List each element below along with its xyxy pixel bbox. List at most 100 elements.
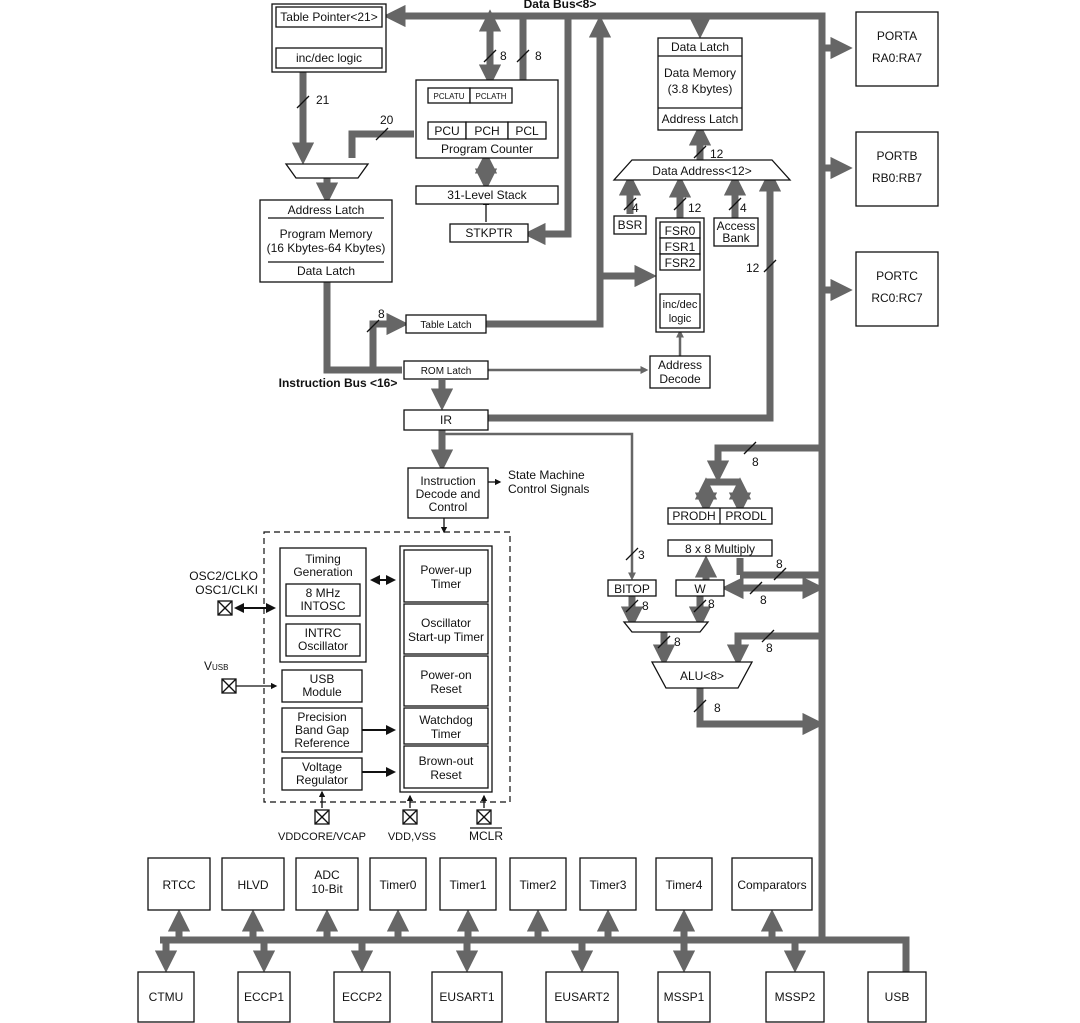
data-memory-size-label: (3.8 Kbytes) [668,82,733,96]
timing-line2: Generation [293,565,352,579]
band-gap-line3: Reference [294,736,350,750]
reset-item-line1: Oscillator [421,616,471,630]
band-gap-line1: Precision [297,710,346,724]
prodl-label: PRODL [725,509,767,523]
vusb-pin-label: VUSB [204,659,228,673]
address-decode-block: Address Decode [649,355,711,389]
peripheral-mssp2: MSSP2 [765,971,825,1023]
fsr-logic-label: logic [669,313,692,325]
peripheral-eccp1: ECCP1 [237,971,291,1023]
peripheral-label: EUSART1 [439,990,494,1004]
osc2-pin-label: OSC2/CLKO [189,569,258,583]
reset-item-line1: Brown-out [419,754,474,768]
peripheral-label: Timer4 [666,878,703,892]
alu-input-mux [622,621,710,633]
access-bank-bus-width: 4 [740,201,747,215]
timing-generation-block: Timing Generation 8 MHz INTOSC INTRC Osc… [279,547,367,663]
w-bus-width: 8 [760,593,767,607]
rom-latch-block: ROM Latch [403,360,489,380]
pclath-label: PCLATH [476,92,507,101]
mux-alu-bus-width: 8 [674,635,681,649]
intrc-line2: Oscillator [298,639,348,653]
peripheral-eccp2: ECCP2 [333,971,391,1023]
timing-line1: Timing [305,552,341,566]
pcl-label: PCL [515,124,539,138]
pc-bus-width-b: 8 [535,49,542,63]
reset-item-line1: Power-on [420,668,471,682]
pin-pads [217,600,492,825]
pclatu-label: PCLATU [434,92,465,101]
table-latch-bus-width: 8 [378,307,385,321]
fsr-block: FSR0 FSR1 FSR2 inc/dec logic [655,217,705,333]
program-memory-label: Program Memory [280,227,373,241]
instruction-decode-line1: Instruction [420,474,475,488]
peripheral-label: Timer3 [590,878,627,892]
peripheral-label: MSSP2 [775,990,816,1004]
port-pins: RB0:RB7 [872,171,922,185]
mclr-pin-pad [476,809,492,825]
bank-label: Bank [722,231,750,245]
table-latch-label: Table Latch [420,320,471,331]
port-name: PORTA [877,29,917,43]
bsr-label: BSR [618,218,643,232]
stkptr-label: STKPTR [465,226,513,240]
address-decode-line2: Decode [659,372,701,386]
table-pointer-bus-width: 21 [316,93,330,107]
dm-data-latch-label: Data Latch [671,40,729,54]
band-gap-line2: Band Gap [295,723,349,737]
vddcore-pin-label: VDDCORE/VCAP [278,831,366,843]
bitop-bus-width: 3 [638,548,645,562]
table-pointer-label: Table Pointer<21> [280,10,377,24]
inc-dec-logic-label: inc/dec logic [296,51,362,65]
ir-label: IR [440,413,452,427]
ir-bus-width: 12 [746,261,760,275]
state-machine-line1: State Machine [508,468,585,482]
osc-pin-pad [217,600,233,616]
osc1-pin-label: OSC1/CLKI [195,583,258,597]
bitop-mux-bus-width: 8 [642,599,649,613]
table-latch-block: Table Latch [405,314,487,334]
access-label: Access [717,219,756,233]
access-bank-block: Access Bank [713,217,759,247]
reset-item-line2: Reset [430,768,462,782]
peripheral-eusart1: EUSART1 [431,971,503,1023]
peripheral-timer1: Timer1 [439,857,497,911]
mclr-pin-label: MCLR [469,829,503,843]
alu-label: ALU<8> [680,669,724,683]
peripheral-label: Timer0 [380,878,417,892]
peripheral-sublabel: 10-Bit [311,882,343,896]
prod-bus-width: 8 [752,455,759,469]
pm-address-latch-label: Address Latch [288,203,365,217]
vddcore-pin-pad [314,809,330,825]
port-name: PORTB [876,149,917,163]
fsr2-label: FSR2 [665,256,696,270]
bus-lines [160,4,910,972]
peripheral-eusart2: EUSART2 [545,971,619,1023]
peripheral-label: RTCC [162,878,195,892]
intosc-line1: 8 MHz [306,586,341,600]
data-memory-label: Data Memory [664,66,736,80]
peripheral-mssp1: MSSP1 [657,971,711,1023]
usb-module-line2: Module [302,685,342,699]
usb-module-block: USB Module [281,669,363,703]
peripheral-timer2: Timer2 [509,857,567,911]
alu-section: PRODH PRODL 8 x 8 Multiply BITOP W ALU<8… [607,507,773,689]
pc-mux-bus-width: 20 [380,113,394,127]
multiply-label: 8 x 8 Multiply [685,542,755,556]
data-address-label: Data Address<12> [652,164,751,178]
instruction-bus-label: Instruction Bus <16> [279,376,398,390]
oscillator-reset-region [263,531,511,803]
prodh-label: PRODH [672,509,715,523]
peripheral-label: ECCP1 [244,990,284,1004]
band-gap-block: Precision Band Gap Reference [281,707,363,753]
peripheral-label: Comparators [737,878,806,892]
reset-item-line2: Timer [431,727,461,741]
program-memory-size-label: (16 Kbytes-64 Kbytes) [267,241,386,255]
